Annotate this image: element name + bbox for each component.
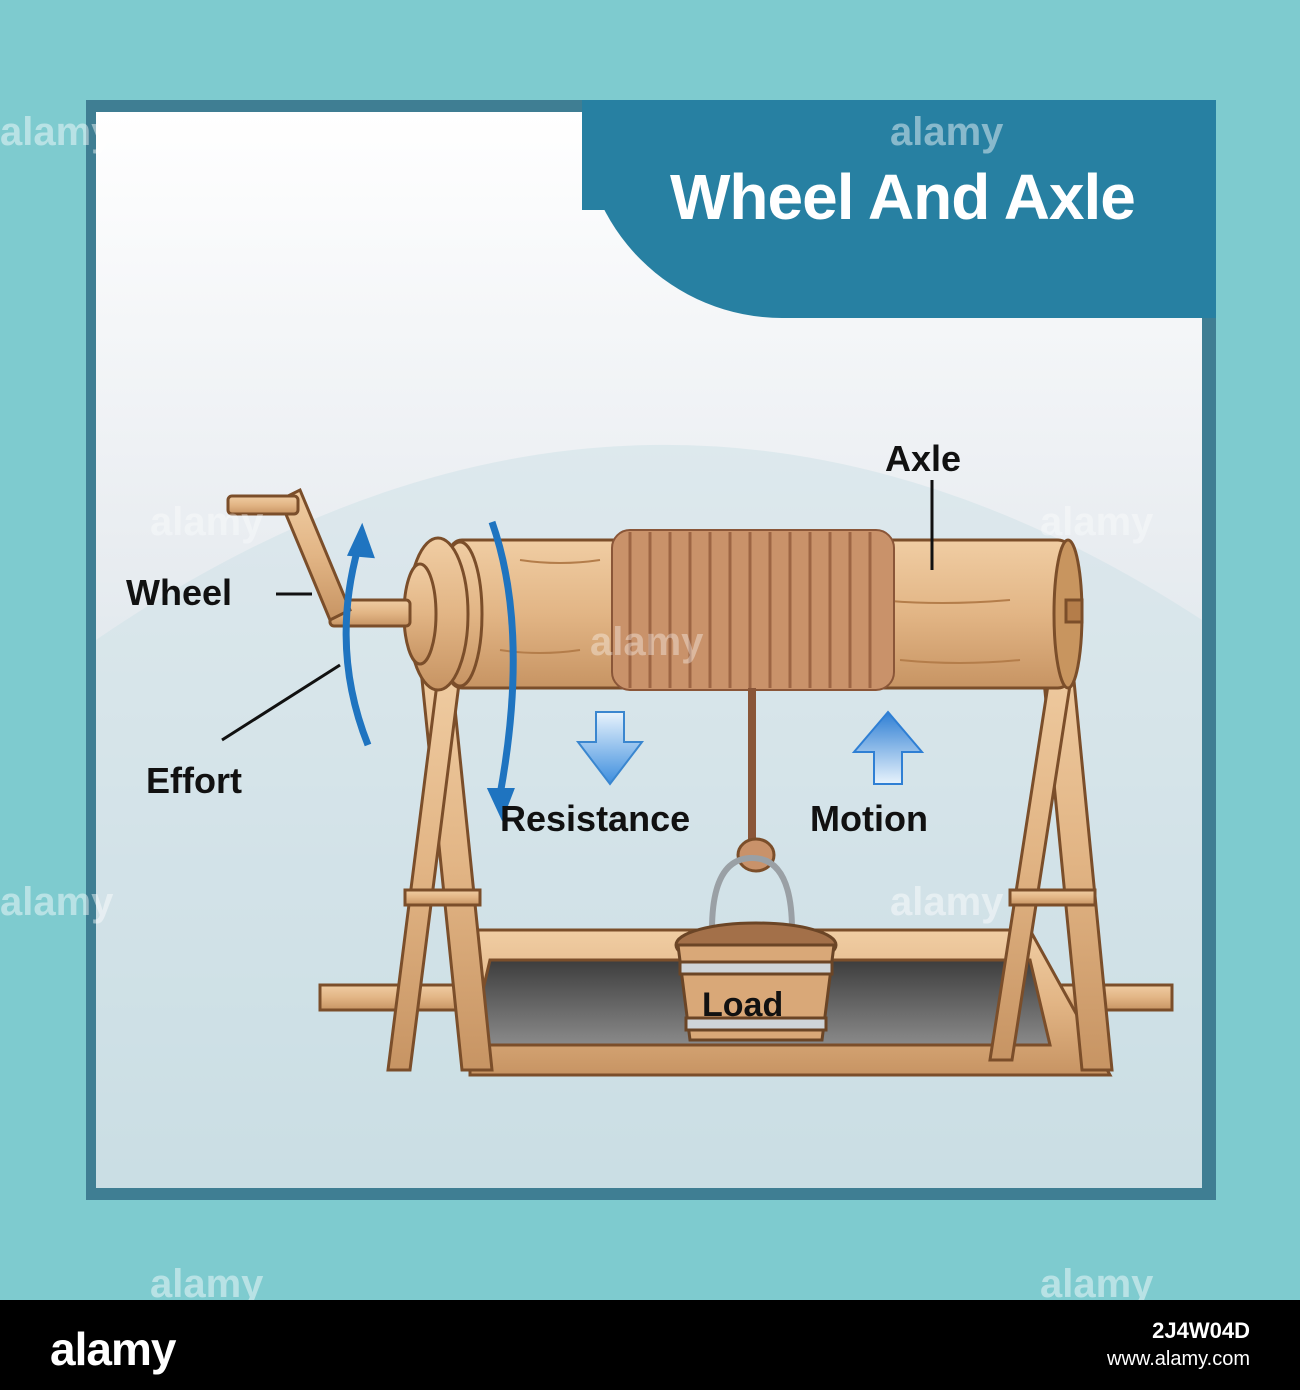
footer-url: www.alamy.com (1107, 1348, 1250, 1370)
watermark: alamy (890, 110, 1004, 154)
wheel-and-axle-illustration (96, 444, 1202, 1188)
watermark: alamy (890, 880, 1004, 924)
bucket (674, 854, 838, 1042)
footer-meta: 2J4W04D www.alamy.com (1107, 1318, 1250, 1371)
watermark: alamy (0, 110, 114, 154)
resistance-arrow-icon (575, 711, 645, 786)
motion-label: Motion (810, 798, 928, 839)
axle-label: Axle (885, 438, 962, 479)
wheel-disc (402, 536, 484, 692)
effort-label: Effort (146, 760, 242, 801)
wheel-label: Wheel (126, 572, 233, 613)
footer-bar: alamy 2J4W04D www.alamy.com (0, 1300, 1300, 1390)
watermark: alamy (590, 620, 704, 664)
motion-arrow-icon (851, 710, 925, 785)
footer-logo: alamy (50, 1323, 176, 1375)
effort-arrow-icon (342, 522, 375, 747)
watermark: alamy (1040, 500, 1154, 544)
rotation-arrow-icon (486, 520, 517, 822)
watermark: alamy (0, 880, 114, 924)
watermark: alamy (150, 500, 264, 544)
diagram-title: Wheel And Axle (670, 161, 1136, 233)
resistance-label: Resistance (500, 798, 691, 839)
load-label: Load (702, 986, 784, 1024)
effort-leader-line (221, 663, 341, 742)
image-id: 2J4W04D (1152, 1318, 1250, 1343)
watermark: alamy (150, 1262, 264, 1306)
leader-lines (221, 480, 934, 742)
rope-coil (611, 529, 895, 691)
watermark: alamy (1040, 1262, 1154, 1306)
title-band (582, 100, 1216, 318)
